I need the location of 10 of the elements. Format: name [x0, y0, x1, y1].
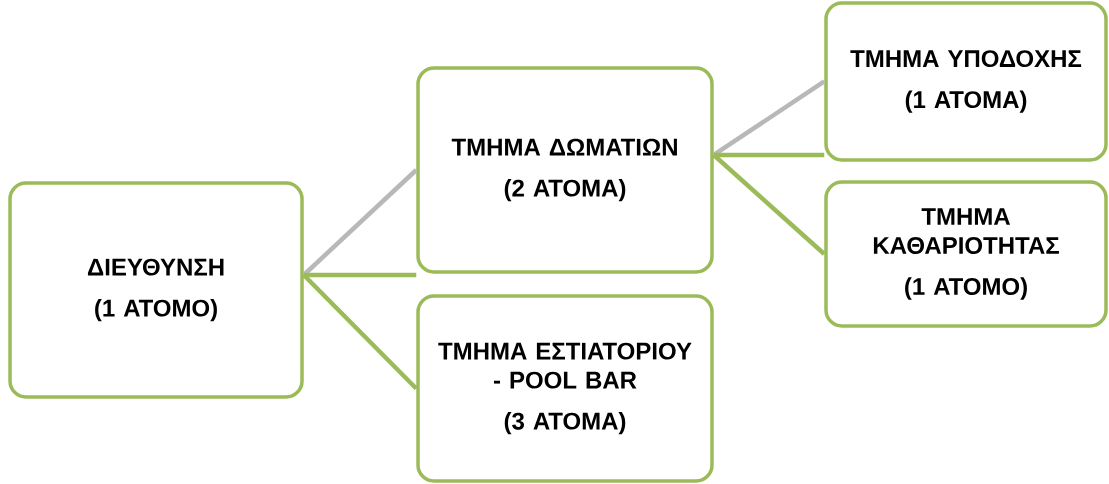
text-box: ΤΜΗΜΑ ΚΑΘΑΡΙΟΤΗΤΑΣ (1 ΑΤΟΜΟ) [824, 180, 1108, 328]
connector-line [712, 79, 826, 157]
connector-line [713, 152, 825, 158]
text-box: ΤΜΗΜΑ ΕΣΤΙΑΤΟΡΙΟΥ - POOL BAR (3 ΑΤΟΜΑ) [416, 294, 714, 483]
text-box: ΔΙΕΥΘΥΝΣΗ (1 ΑΤΟΜΟ) [8, 181, 304, 399]
text-box: ΤΜΗΜΑ ΥΠΟΔΟΧΗΣ (1 ΑΤΟΜΑ) [824, 1, 1108, 162]
connector-line [302, 273, 418, 391]
connector-line [302, 168, 418, 277]
connector-line [712, 153, 826, 256]
text-box: ΤΜΗΜΑ ΔΩΜΑΤΙΩΝ (2 ΑΤΟΜΑ) [416, 66, 714, 274]
